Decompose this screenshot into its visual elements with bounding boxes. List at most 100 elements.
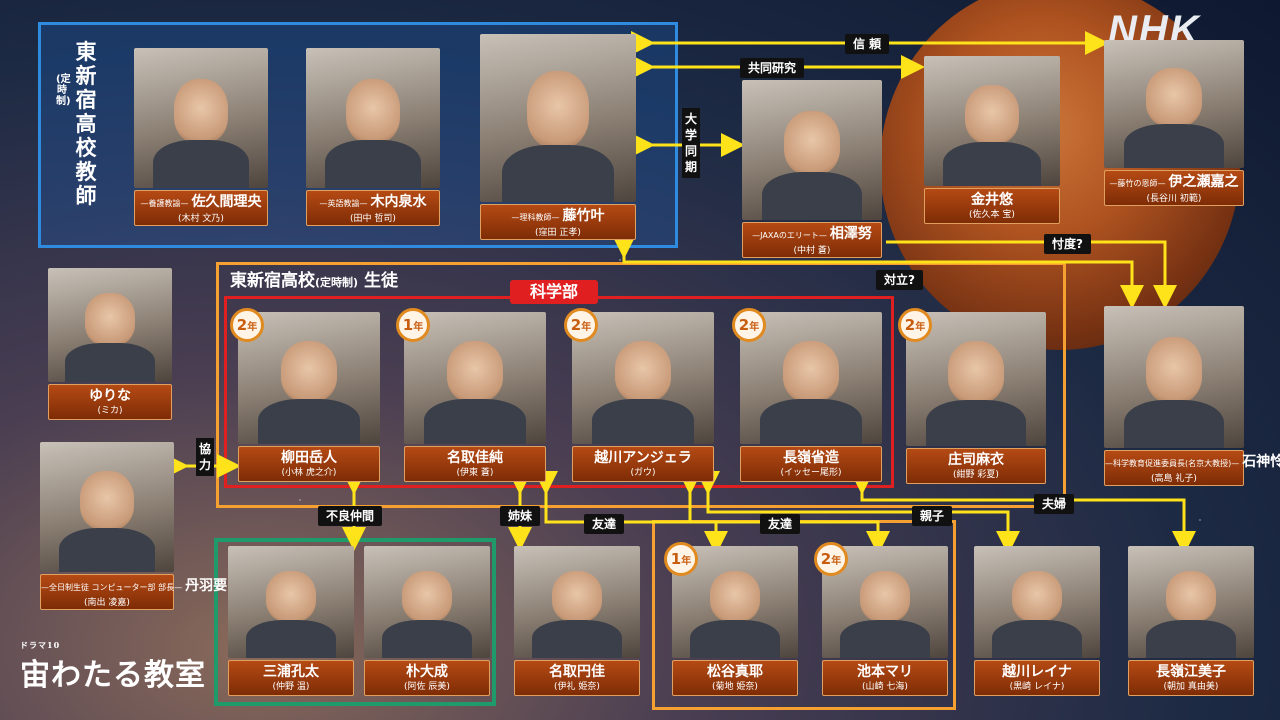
science-club-label: 科学部 — [510, 280, 598, 304]
character-name: 丹羽要 — [185, 578, 228, 594]
character-card-nagamine_s: 長嶺省造(イッセー尾形)2年 — [732, 308, 882, 482]
character-name: 木内泉水 — [370, 194, 427, 210]
character-nameplate: 庄司麻衣(紺野 彩夏) — [906, 448, 1046, 484]
grade-number: 1 — [670, 550, 682, 568]
character-name: 金井悠 — [971, 192, 1013, 208]
character-photo — [924, 56, 1060, 186]
actor-name: (山崎 七海) — [862, 682, 908, 692]
character-nameplate: 金井悠 (佐久本 宝) — [924, 188, 1060, 224]
grade-suffix: 年 — [831, 556, 842, 567]
actor-name: (佐久本 宝) — [969, 210, 1015, 220]
character-photo — [906, 312, 1046, 446]
character-card-aizawa: —JAXAのエリート—相澤努(中村 蒼) — [742, 80, 882, 258]
line-parent-child — [696, 471, 1020, 555]
actor-name: (南出 凌嘉) — [84, 598, 130, 608]
actor-name: (朝加 真由美) — [1163, 682, 1219, 692]
grade-number: 2 — [820, 550, 832, 568]
teachers-title-sub: (定時制) — [56, 74, 71, 107]
grade-suffix: 年 — [581, 322, 592, 333]
character-name: 朴大成 — [406, 664, 448, 680]
character-card-nagamine_e: 長嶺江美子(朝加 真由美) — [1128, 546, 1254, 696]
grade-number: 2 — [236, 316, 248, 334]
actor-name: (伊東 蒼) — [456, 468, 494, 478]
actor-name: (ミカ) — [97, 406, 123, 416]
character-card-niwa: —全日制生徒 コンピューター部 部長—丹羽要(南出 凌嘉) — [40, 442, 227, 610]
character-card-natori_m: 名取円佳(伊礼 姫奈) — [514, 546, 640, 696]
character-name: 越川アンジェラ — [594, 450, 692, 466]
tag-delinquent-friends: 不良仲間 — [318, 506, 383, 526]
character-name: 相澤努 — [829, 226, 872, 242]
actor-name: (黒崎 レイナ) — [1009, 682, 1065, 692]
character-nameplate: 越川レイナ(黒崎 レイナ) — [974, 660, 1100, 696]
character-card-boku: 朴大成 (阿佐 辰美) — [364, 546, 490, 696]
grade-badge: 2年 — [564, 308, 598, 342]
character-photo — [306, 48, 440, 188]
actor-name: (木村 文乃) — [178, 214, 224, 224]
teachers-title-text: 東新宿高校教師 — [75, 40, 97, 208]
character-nameplate: 長嶺江美子(朝加 真由美) — [1128, 660, 1254, 696]
character-photo — [740, 312, 882, 444]
character-nameplate: 越川アンジェラ(ガウ) — [572, 446, 714, 482]
line-conflict — [612, 235, 1144, 309]
actor-name: (イッセー尾形) — [780, 468, 842, 478]
tag-cooperation-text: 協力 — [198, 442, 211, 472]
character-photo — [480, 34, 636, 202]
teachers-title: 東新宿高校教師 — [74, 40, 98, 208]
grade-badge: 1年 — [396, 308, 430, 342]
tag-parent-child: 親子 — [912, 506, 953, 526]
character-photo — [404, 312, 546, 444]
character-card-shoji: 庄司麻衣(紺野 彩夏) 2年 — [898, 308, 1046, 484]
grade-suffix: 年 — [749, 322, 760, 333]
character-photo — [1128, 546, 1254, 658]
character-name: 伊之瀬嘉之 — [1168, 174, 1239, 190]
character-name: ゆりな — [89, 388, 131, 404]
character-nameplate: 名取佳純 (伊東 蒼) — [404, 446, 546, 482]
character-nameplate: —養護教諭—佐久間理央(木村 文乃) — [134, 190, 268, 226]
tag-joint-research: 共同研究 — [740, 58, 805, 78]
character-nameplate: 朴大成 (阿佐 辰美) — [364, 660, 490, 696]
character-card-kiuchi: —英語教諭—木内泉水(田中 哲司) — [306, 48, 440, 226]
character-nameplate: —全日制生徒 コンピューター部 部長—丹羽要(南出 凌嘉) — [40, 574, 227, 610]
actor-name: (長谷川 初範) — [1146, 194, 1202, 204]
character-name: 庄司麻衣 — [948, 452, 1004, 468]
character-photo — [228, 546, 354, 658]
tag-conflict: 対立? — [876, 270, 923, 290]
character-photo — [238, 312, 380, 444]
character-role: —科学教育促進委員長(名京大教授)— — [1105, 459, 1240, 468]
character-photo — [48, 268, 172, 382]
character-photo — [364, 546, 490, 658]
grade-badge: 2年 — [898, 308, 932, 342]
character-card-koshikawa_a: 越川アンジェラ(ガウ) 2年 — [564, 308, 714, 482]
character-card-inose: —藤竹の恩師—伊之瀬嘉之(長谷川 初範) — [1104, 40, 1244, 206]
students-title-main: 東新宿高校 — [230, 271, 315, 291]
character-name: 三浦孔太 — [263, 664, 319, 680]
character-photo — [40, 442, 174, 572]
actor-name: (仲野 温) — [272, 682, 310, 692]
tag-sontaku: 忖度? — [1044, 234, 1091, 254]
character-card-yanagida: 柳田岳人(小林 虎之介)2年 — [230, 308, 380, 482]
show-title-small: ドラマ10 — [20, 640, 61, 650]
tag-university-peers: 大学同期 — [682, 108, 700, 178]
grade-number: 2 — [904, 316, 916, 334]
actor-name: (中村 蒼) — [793, 246, 831, 256]
show-title-text: 宙わたる教室 — [20, 658, 206, 693]
tag-trust: 信 頼 — [845, 34, 890, 54]
character-nameplate: ゆりな (ミカ) — [48, 384, 172, 420]
show-title-logo: ドラマ10 宙わたる教室 — [20, 640, 206, 694]
character-name: 名取佳純 — [447, 450, 503, 466]
actor-name: (阿佐 辰美) — [404, 682, 450, 692]
character-nameplate: 三浦孔太 (仲野 温) — [228, 660, 354, 696]
line-sontaku — [886, 240, 1177, 309]
character-card-yurina: ゆりな (ミカ) — [48, 268, 172, 420]
line-married — [850, 471, 1196, 555]
grade-suffix: 年 — [915, 322, 926, 333]
actor-name: (高島 礼子) — [1151, 474, 1197, 484]
character-role: —理科教師— — [511, 213, 560, 222]
character-name: 柳田岳人 — [281, 450, 337, 466]
character-nameplate: 長嶺省造(イッセー尾形) — [740, 446, 882, 482]
grade-number: 1 — [402, 316, 414, 334]
character-card-miura: 三浦孔太 (仲野 温) — [228, 546, 354, 696]
students-title-tail: 生徒 — [363, 271, 398, 291]
grade-badge: 2年 — [814, 542, 848, 576]
tag-married: 夫婦 — [1034, 494, 1075, 514]
